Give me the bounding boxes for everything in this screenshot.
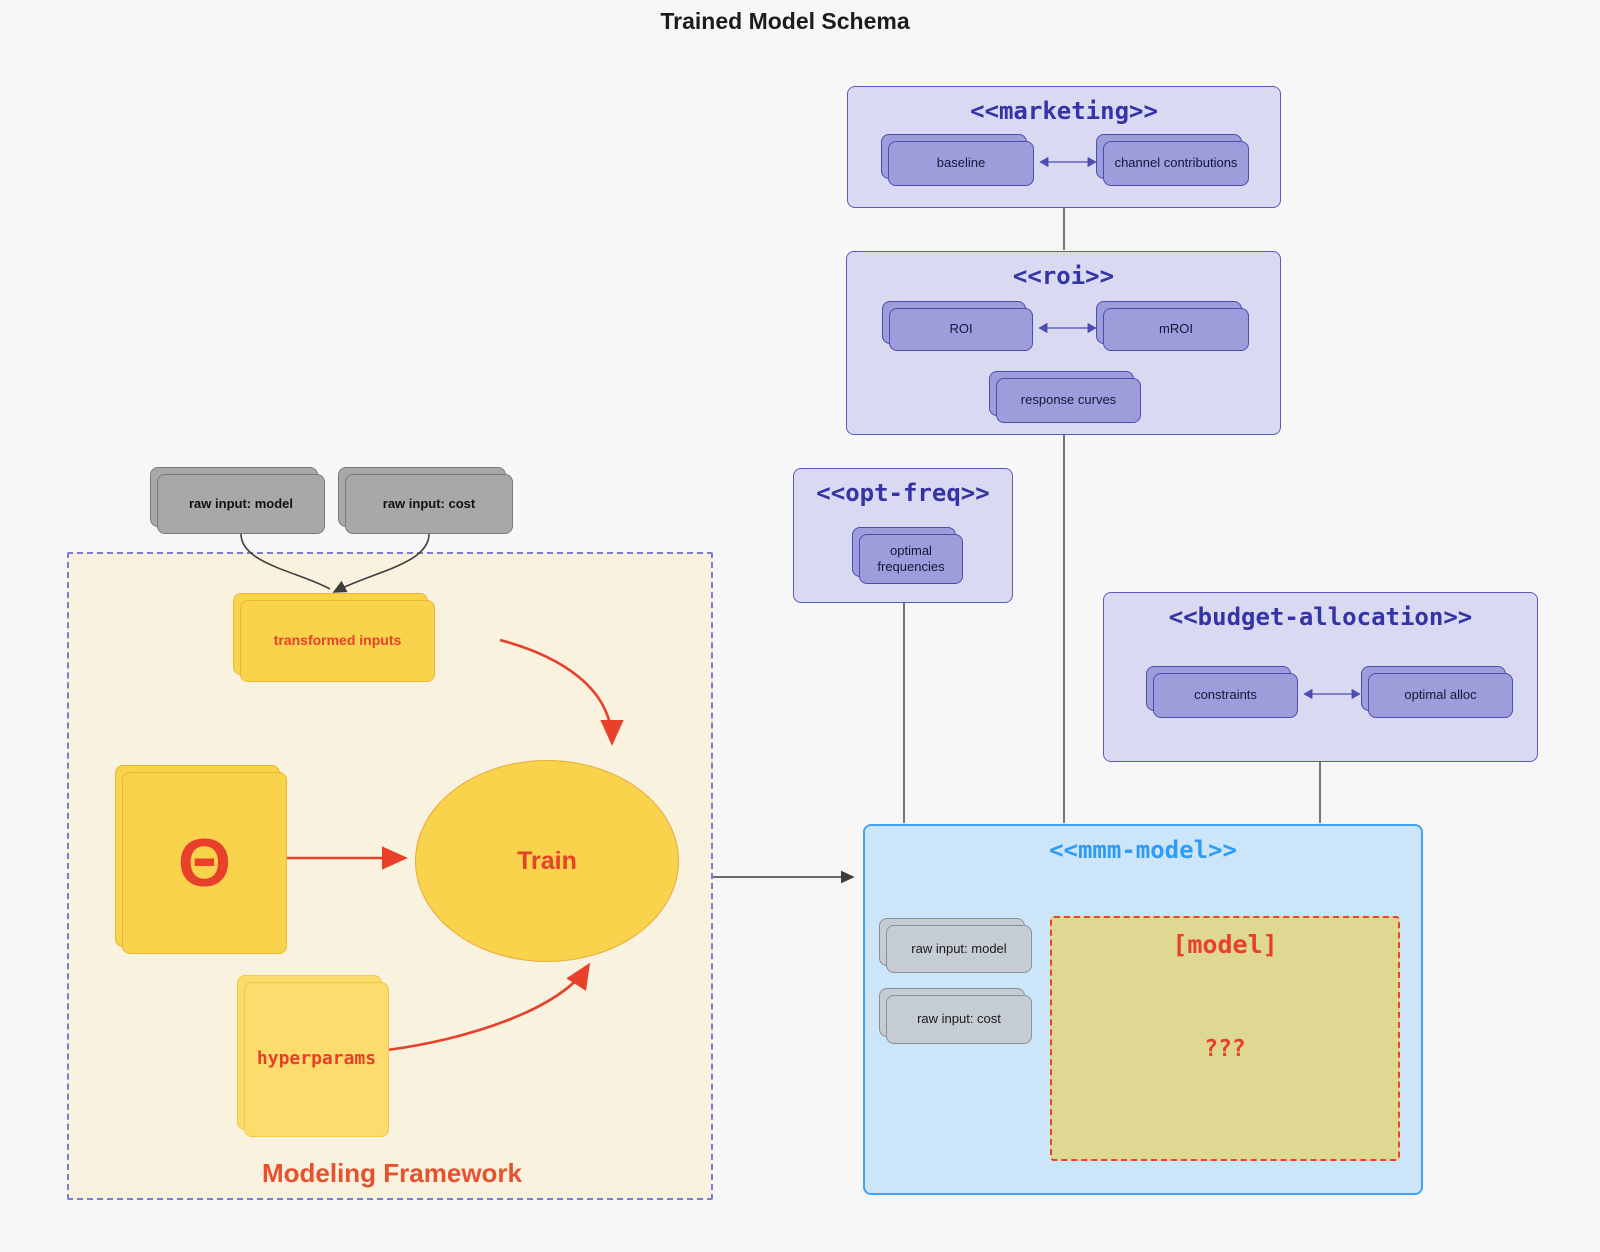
constraints-node-label: constraints [1153, 673, 1298, 718]
mmm-model-group-title: <<mmm-model>> [1049, 836, 1237, 864]
theta-node: Θ [115, 765, 287, 954]
optimal-frequencies-node: optimal frequencies [852, 527, 963, 584]
raw-input-cost-label: raw input: cost [345, 474, 513, 534]
mmm-model-group: <<mmm-model>> raw input: model raw input… [863, 824, 1423, 1195]
constraints-node: constraints [1146, 666, 1298, 718]
mroi-node-label: mROI [1103, 308, 1249, 351]
raw-input-model-node: raw input: model [150, 467, 325, 534]
model-placeholder-box: [model] ??? [1050, 916, 1400, 1161]
response-curves-node-label: response curves [996, 378, 1141, 423]
raw-input-model-label: raw input: model [157, 474, 325, 534]
transformed-inputs-label: transformed inputs [240, 600, 435, 682]
page-title: Trained Model Schema [660, 8, 910, 34]
opt-freq-group-title: <<opt-freq>> [816, 479, 990, 507]
marketing-group: <<marketing>> baseline channel contribut… [847, 86, 1281, 208]
train-label: Train [517, 846, 577, 875]
budget-allocation-group: <<budget-allocation>> constraints optima… [1103, 592, 1538, 762]
mmm-raw-input-cost-label: raw input: cost [886, 995, 1032, 1044]
optimal-frequencies-node-label: optimal frequencies [859, 534, 963, 584]
hyperparams-node: hyperparams [237, 975, 389, 1137]
mmm-raw-input-model-node: raw input: model [879, 918, 1032, 973]
opt-freq-group: <<opt-freq>> optimal frequencies [793, 468, 1013, 603]
marketing-group-title: <<marketing>> [970, 97, 1158, 125]
train-ellipse: Train [415, 760, 679, 962]
baseline-node-label: baseline [888, 141, 1034, 186]
modeling-framework-label: Modeling Framework [261, 1158, 523, 1188]
optimal-alloc-node: optimal alloc [1361, 666, 1513, 718]
hyperparams-node-label: hyperparams [244, 982, 389, 1137]
modeling-framework-group: Modeling Framework transformed inputs Θ … [67, 552, 713, 1200]
roi-group-title: <<roi>> [1012, 262, 1115, 290]
model-box-question-marks: ??? [1204, 1036, 1246, 1062]
theta-node-label: Θ [122, 772, 287, 954]
raw-input-cost-node: raw input: cost [338, 467, 513, 534]
channel-contributions-node: channel contributions [1096, 134, 1249, 186]
optimal-alloc-node-label: optimal alloc [1368, 673, 1513, 718]
budget-allocation-group-title: <<budget-allocation>> [1168, 603, 1473, 631]
baseline-node: baseline [881, 134, 1034, 186]
channel-contributions-node-label: channel contributions [1103, 141, 1249, 186]
mmm-raw-input-model-label: raw input: model [886, 925, 1032, 973]
model-box-title: [model] [1172, 930, 1278, 959]
transformed-inputs-node: transformed inputs [233, 593, 435, 682]
roi-group: <<roi>> ROI mROI response curves [846, 251, 1281, 435]
mroi-node: mROI [1096, 301, 1249, 351]
mmm-raw-input-cost-node: raw input: cost [879, 988, 1032, 1044]
roi-node: ROI [882, 301, 1033, 351]
response-curves-node: response curves [989, 371, 1141, 423]
roi-node-label: ROI [889, 308, 1033, 351]
